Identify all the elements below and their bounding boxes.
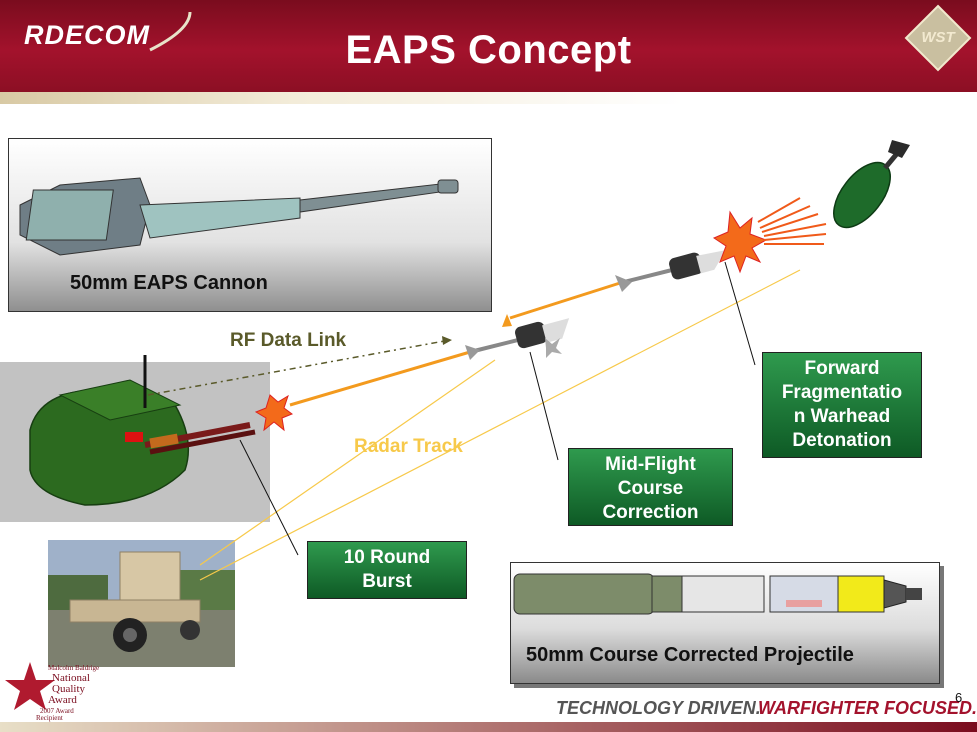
- radar-track-label: Radar Track: [354, 436, 463, 457]
- trajectory-lower: [289, 350, 471, 407]
- burst-line-2: Burst: [362, 571, 412, 592]
- muzzle-flash: [254, 394, 294, 432]
- burst-box: 10 Round Burst: [307, 541, 467, 599]
- forward-line-3: n Warhead: [793, 406, 891, 427]
- header-banner: [0, 0, 977, 92]
- midflight-box: Mid-Flight Course Correction: [568, 448, 733, 526]
- forward-box: Forward Fragmentatio n Warhead Detonatio…: [762, 352, 922, 458]
- award-line-2: National: [52, 672, 90, 684]
- award-line-3: Quality: [52, 683, 85, 695]
- detonation-burst: [712, 210, 768, 274]
- award-line-1: Malcolm Baldrige: [48, 664, 100, 672]
- projectile-label: 50mm Course Corrected Projectile: [526, 644, 854, 666]
- cannon-graphic: [19, 177, 459, 256]
- burst-line-1: 10 Round: [343, 547, 431, 568]
- cannon-label: 50mm EAPS Cannon: [70, 272, 268, 294]
- trailer-graphic: [48, 551, 235, 667]
- course-correction-arrow: [502, 314, 512, 327]
- page-title: EAPS Concept: [345, 28, 632, 72]
- award-line-5: 2007 Award: [40, 707, 74, 715]
- rf-link-arrowhead: [442, 336, 452, 345]
- projectile-forward: [615, 250, 726, 292]
- award-line-4: Award: [48, 694, 77, 706]
- footer-tagline-right: WARFIGHTER FOCUSED.: [758, 698, 977, 718]
- logo-swoosh: [149, 11, 192, 52]
- fragment-arrows: [757, 197, 827, 245]
- award-star-logo: [5, 662, 55, 710]
- radar-line-2: [199, 269, 801, 581]
- rf-link-label: RF Data Link: [230, 330, 347, 351]
- forward-line-1: Forward: [804, 358, 880, 379]
- turret-graphic: [29, 355, 256, 506]
- trajectory-upper: [509, 281, 621, 320]
- mortar-round: [833, 140, 910, 229]
- projectile-midflight: [465, 318, 570, 360]
- header-strip: [0, 92, 977, 104]
- footer-tagline-left: TECHNOLOGY DRIVEN.: [556, 698, 761, 718]
- footer-bar: [0, 722, 977, 732]
- rdecom-logo: RDECOM: [24, 20, 150, 50]
- radar-line-1: [199, 359, 496, 566]
- rf-link-line: [147, 339, 451, 396]
- midflight-pointer: [529, 351, 559, 461]
- wst-emblem-text: WST: [921, 29, 955, 46]
- midflight-line-2: Course: [617, 478, 684, 499]
- forward-line-4: Detonation: [792, 430, 892, 451]
- wst-emblem: [904, 4, 972, 72]
- midflight-line-1: Mid-Flight: [605, 454, 696, 475]
- burst-pointer: [239, 439, 299, 556]
- header-decor: [149, 4, 972, 72]
- forward-pointer: [724, 261, 756, 366]
- award-line-6: Recipient: [36, 714, 63, 722]
- page-number: 6: [955, 690, 963, 705]
- forward-line-2: Fragmentatio: [781, 382, 903, 403]
- midflight-line-3: Correction: [602, 502, 699, 523]
